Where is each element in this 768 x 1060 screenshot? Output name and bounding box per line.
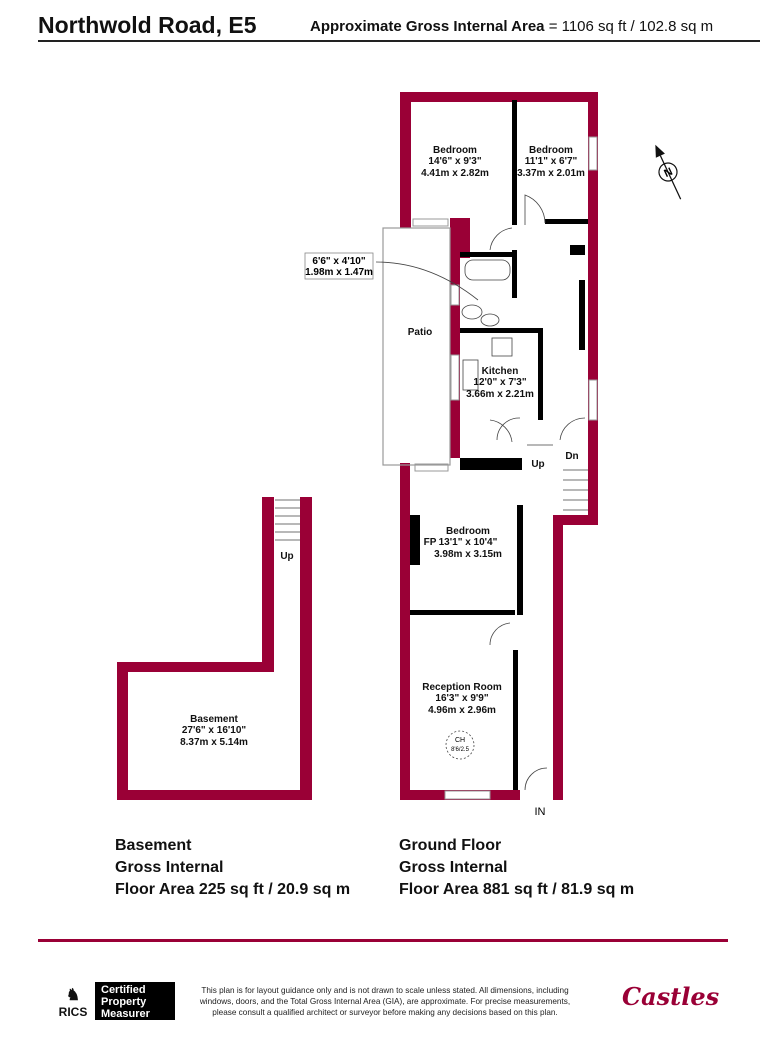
room-name: Bedroom: [446, 526, 490, 537]
room-imperial: 27'6" x 16'10": [182, 725, 247, 736]
page-title: Northwold Road, E5: [38, 12, 257, 38]
summary-line: Floor Area 881 sq ft / 81.9 sq m: [399, 881, 635, 898]
room-metric: 4.96m x 2.96m: [428, 705, 496, 716]
room-imperial: 13'1" x 10'4": [439, 537, 498, 548]
gross-area: Approximate Gross Internal Area = 1106 s…: [310, 18, 713, 35]
badge-line: Property: [101, 996, 147, 1008]
room-name: Kitchen: [482, 366, 519, 377]
stairs-up-label: Up: [531, 459, 544, 470]
room-imperial: 16'3" x 9'9": [435, 693, 488, 704]
rics-text: RICS: [58, 1005, 88, 1019]
room-name: Basement: [190, 714, 238, 725]
room-name: Reception Room: [422, 682, 502, 693]
badge-line: Measurer: [101, 1008, 150, 1020]
windows: [412, 136, 598, 800]
castles-logo: Castles: [622, 982, 720, 1011]
rics-logo: ♞ RICS: [55, 985, 91, 1019]
patio-outline: [382, 227, 451, 466]
ch-height: 8'6/2.5: [451, 747, 469, 753]
room-name: Bedroom: [529, 145, 573, 156]
gross-area-value: = 1106 sq ft / 102.8 sq m: [548, 18, 714, 35]
room-name: Bedroom: [433, 145, 477, 156]
header-divider: [38, 40, 760, 42]
compass-north: N: [662, 166, 674, 180]
room-metric: 3.37m x 2.01m: [517, 168, 585, 179]
summary-line: Floor Area 225 sq ft / 20.9 sq m: [115, 881, 351, 898]
patio-dimension-box: [304, 252, 374, 280]
summary-line: Gross Internal: [115, 859, 224, 876]
internal-walls: [410, 100, 588, 790]
room-metric: 4.41m x 2.82m: [421, 168, 489, 179]
room-imperial: 14'6" x 9'3": [428, 156, 481, 167]
disclaimer: This plan is for layout guidance only an…: [199, 986, 571, 1017]
external-walls: [117, 92, 598, 800]
summary-line: Ground Floor: [399, 837, 502, 854]
fixtures: [275, 259, 588, 760]
stairs-down-label: Dn: [565, 451, 578, 462]
room-metric: 1.98m x 1.47m: [305, 267, 373, 278]
room-imperial: 11'1" x 6'7": [525, 156, 578, 167]
certified-badge: Certified Property Measurer: [95, 982, 175, 1020]
basement-summary: Basement Gross Internal Floor Area 225 s…: [115, 835, 350, 901]
room-name: Patio: [408, 327, 432, 338]
ground-floor-summary: Ground Floor Gross Internal Floor Area 8…: [399, 835, 634, 901]
floor-plan: Bedroom 14'6" x 9'3" 4.41m x 2.82m Bedro…: [117, 92, 682, 818]
room-metric: 3.66m x 2.21m: [466, 389, 534, 400]
summary-line: Basement: [115, 837, 192, 854]
footer-divider: [38, 939, 728, 942]
ch-label: CH: [455, 737, 465, 744]
summary-line: Gross Internal: [399, 859, 508, 876]
room-metric: 3.98m x 3.15m: [434, 549, 502, 560]
room-imperial: 6'6" x 4'10": [312, 256, 365, 267]
lion-icon: ♞: [65, 987, 81, 1004]
badge-line: Certified: [101, 984, 146, 996]
fireplace-label: FP: [424, 537, 437, 548]
doors: [489, 194, 586, 791]
gross-area-label: Approximate Gross Internal Area: [310, 18, 545, 35]
compass-icon: N: [655, 144, 682, 200]
basement-stairs-up-label: Up: [280, 551, 293, 562]
patio-door-swing: [375, 261, 479, 301]
room-imperial: 12'0" x 7'3": [473, 377, 526, 388]
entrance-label: IN: [535, 806, 546, 818]
room-metric: 8.37m x 5.14m: [180, 737, 248, 748]
